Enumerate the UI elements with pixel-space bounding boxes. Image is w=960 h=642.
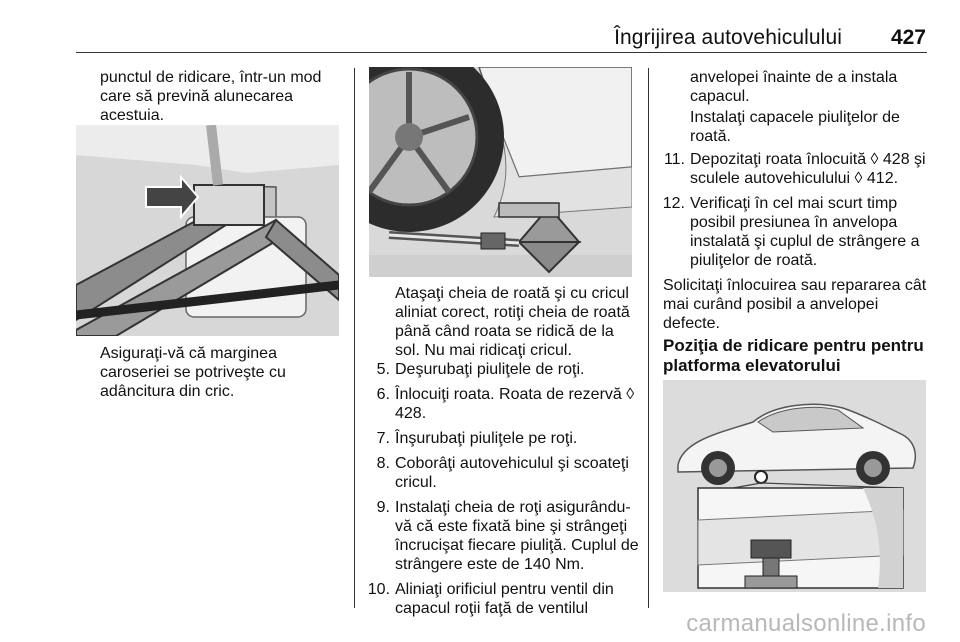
steps-list-col3: 11. Depozitaţi roata înlocuită ◊ 428 şi s… [658,150,930,276]
list-item: 10. Aliniaţi orificiul pentru ventil din … [363,580,639,618]
step-text: Coborâţi autovehiculul şi scoateţi cricu… [395,455,629,491]
step-text: Înlocuiţi roata. Roata de rezervă ◊ 428. [395,386,635,422]
page-number: 427 [890,26,926,49]
step-text: Instalaţi cheia de roţi asigurându-vă că… [395,499,639,573]
page-header-title: Îngrijirea autovehiculului [614,26,842,49]
step-number: 6. [376,386,390,403]
step-number: 5. [376,361,390,378]
lift-instruction-caption: Ataşaţi cheia de roată şi cu cricul alin… [395,285,630,359]
step-number: 7. [376,430,390,447]
step-number: 9. [376,499,390,516]
continuation-text: anvelopei înainte de a instala capacul. [690,69,898,105]
step-text: Înşurubaţi piuliţele pe roţi. [395,430,578,447]
wheel-and-jack-illustration [369,67,632,277]
column-divider-left [354,68,355,608]
jack-closeup-illustration [76,125,339,336]
list-item: 8. Coborâţi autovehiculul şi scoateţi cri… [363,454,639,492]
step-number: 8. [376,455,390,472]
step-number: 10. [367,581,390,598]
list-item: 6. Înlocuiţi roata. Roata de rezervă ◊ 42… [363,385,639,423]
wheel-cap-paragraph: Instalaţi capacele piuliţelor de roată. [690,109,900,145]
list-item: 12. Verificaţi în cel mai scurt timp posi… [658,194,930,270]
list-item: 9. Instalaţi cheia de roţi asigurându-vă … [363,498,639,574]
watermark: carmanualsonline.info [686,610,926,637]
step-text: Aliniaţi orificiul pentru ventil din cap… [395,581,614,617]
section-heading: Poziţia de ridicare pentru pentru platfo… [663,336,924,375]
header-rule [76,52,927,53]
lifting-platform-position-illustration [663,380,926,592]
column-divider-right [648,68,649,608]
list-item: 11. Depozitaţi roata înlocuită ◊ 428 şi s… [658,150,930,188]
step-number: 11. [663,151,685,168]
jack-alignment-caption: Asiguraţi-vă că marginea caroseriei se p… [100,345,286,400]
step-text: Verificaţi în cel mai scurt timp posibil… [690,195,920,269]
repair-note: Solicitaţi înlocuirea sau repararea cât … [663,277,927,332]
list-item: 5. Deşurubaţi piuliţele de roţi. [363,360,639,379]
step-number: 12. [662,195,685,212]
intro-paragraph: punctul de ridicare, într-un mod care să… [100,69,322,124]
step-text: Deşurubaţi piuliţele de roţi. [395,361,585,378]
list-item: 7. Înşurubaţi piuliţele pe roţi. [363,429,639,448]
step-text: Depozitaţi roata înlocuită ◊ 428 şi scul… [690,151,926,187]
steps-list-col2: 5. Deşurubaţi piuliţele de roţi. 6. Înlocu… [363,360,639,624]
